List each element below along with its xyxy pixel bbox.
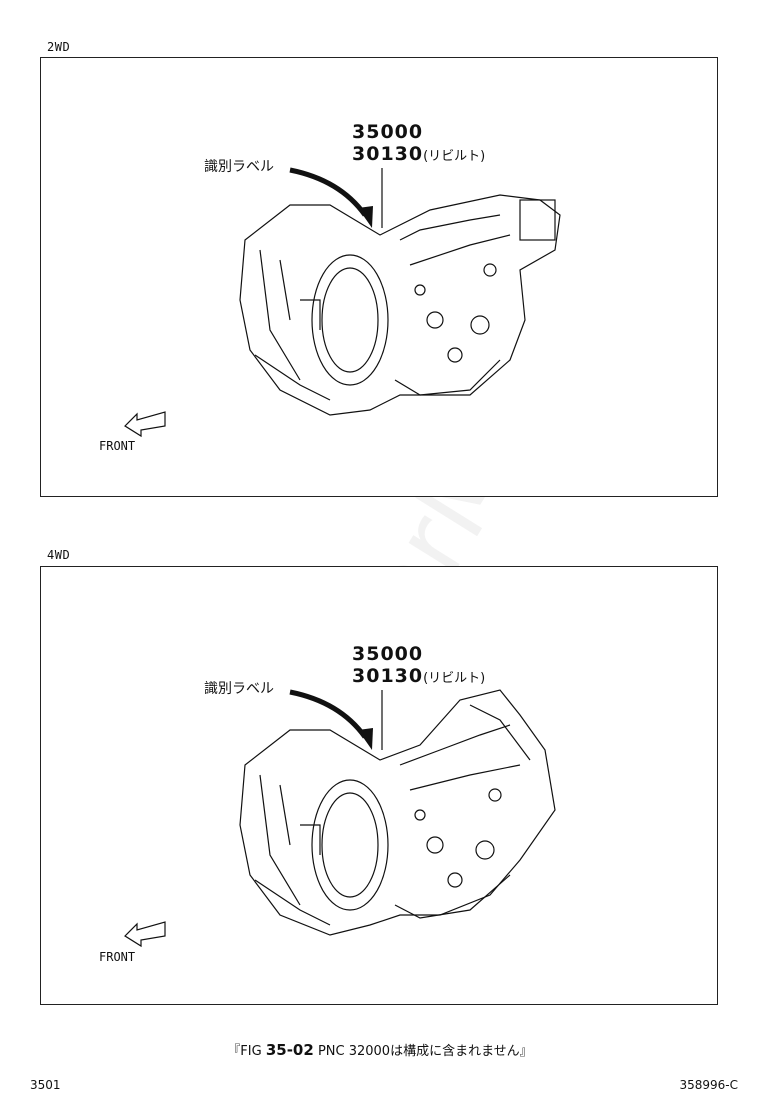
panel-label-4wd: 4WD (47, 548, 71, 562)
illustration-number: 358996-C (679, 1078, 738, 1092)
id-label-callout: 識別ラベル (204, 681, 274, 697)
part-number-30130: 30130(リビルト) (352, 665, 486, 687)
transmission-2wd-drawing (124, 167, 561, 438)
page-number: 3501 (30, 1078, 61, 1092)
panel-label-2wd: 2WD (47, 40, 71, 54)
label-arrow (289, 167, 368, 217)
diagram-panel-4wd (40, 566, 718, 1005)
transmission-body (239, 689, 556, 936)
front-label: FRONT (99, 439, 136, 453)
figure-caption: 『FIG 35-02 PNC 32000は構成に含まれません』 (227, 1041, 533, 1059)
front-arrow (124, 921, 166, 948)
id-label-callout: 識別ラベル (204, 159, 274, 175)
transmission-body (239, 194, 561, 416)
transmission-4wd-drawing (124, 689, 556, 948)
front-label: FRONT (99, 950, 136, 964)
front-arrow (124, 411, 166, 438)
part-number-35000: 35000 (352, 121, 424, 143)
part-number-30130: 30130(リビルト) (352, 143, 486, 165)
part-number-35000: 35000 (352, 643, 424, 665)
